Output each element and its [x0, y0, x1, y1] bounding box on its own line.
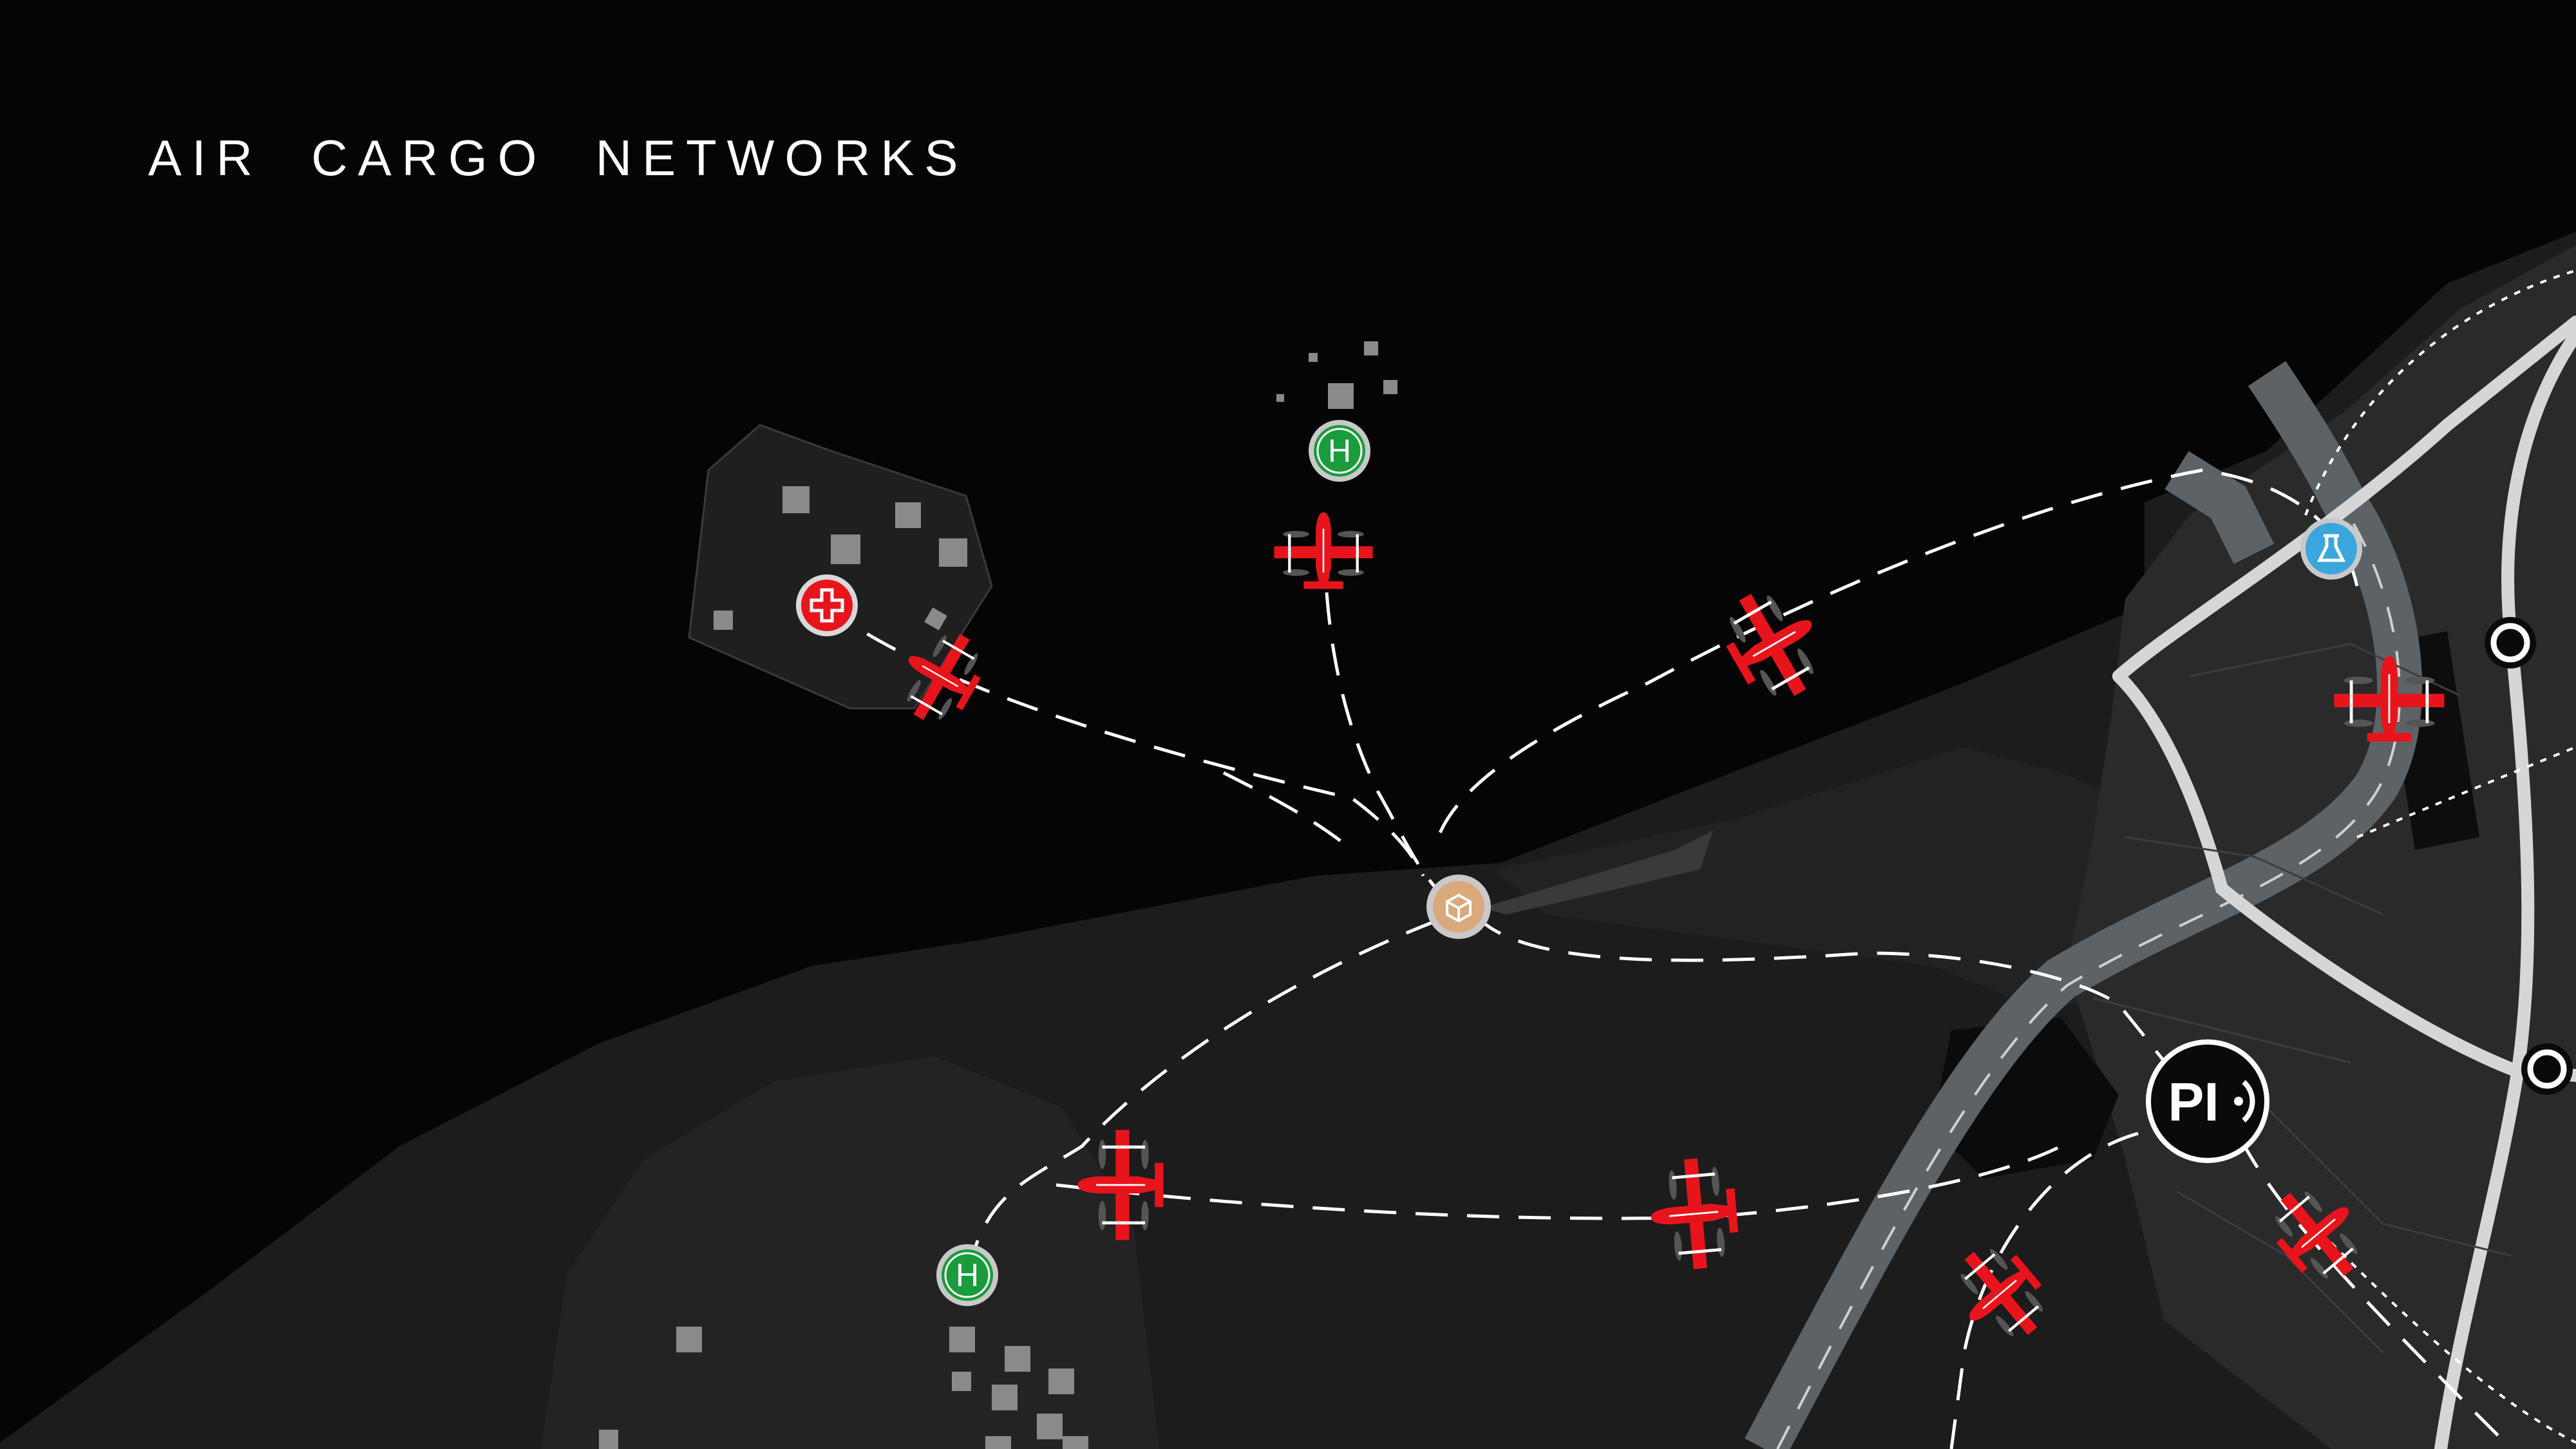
mainland-shade [1494, 747, 2190, 1005]
helipad-south-label: H [956, 1257, 979, 1293]
route-hub-south [1949, 1132, 2139, 1449]
hospital-district [688, 424, 993, 710]
hub-logo-text: PI [2168, 1072, 2219, 1132]
route-hub-southeast [2239, 1139, 2513, 1449]
route-depot-helipad-south [971, 919, 1437, 1256]
building-blocks [599, 341, 1397, 1449]
road-junction-south [2521, 1043, 2573, 1095]
river-branch [2164, 451, 2275, 564]
route-helipad-hub [1056, 1144, 2062, 1220]
ring-road [2112, 316, 2576, 683]
east-road [2434, 328, 2576, 1449]
hub-logo-icon: PI [2168, 1072, 2255, 1132]
helipad-south-marker[interactable]: H [935, 1243, 999, 1307]
depot-marker[interactable] [1426, 875, 1491, 939]
route-depot-hub [1473, 913, 2178, 1077]
helipad-north-marker[interactable]: H [1307, 419, 1372, 483]
inner-road [2112, 670, 2576, 1082]
route-lab-depot [1434, 468, 2359, 844]
route-cross-hospital [1222, 771, 1354, 851]
rail-lines [2304, 269, 2576, 1444]
drone-north-helipad [1274, 513, 1373, 589]
package-icon [1446, 893, 1472, 923]
land-layer [0, 232, 2576, 1449]
river-centerline [1776, 507, 2401, 1449]
flask-icon [2316, 534, 2346, 562]
coastal-strip [1481, 831, 1713, 914]
road-layer [2112, 316, 2576, 1449]
helipad-north-label: H [1328, 433, 1351, 469]
route-helipad-depot [1325, 592, 1444, 896]
page-title: AIR CARGO NETWORKS [148, 129, 969, 186]
medical-cross-icon [810, 588, 844, 623]
hospital-marker[interactable] [796, 574, 858, 636]
road-junction-north [2485, 617, 2536, 668]
hub-marker[interactable]: PI [2146, 1039, 2269, 1163]
drone-mid-route [1710, 575, 1839, 714]
lab-marker[interactable] [2300, 518, 2362, 580]
